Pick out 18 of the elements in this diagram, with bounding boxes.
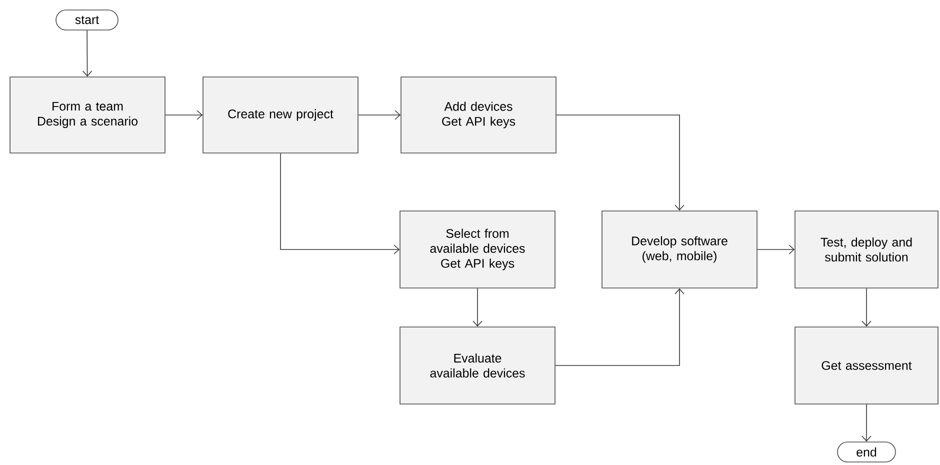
process-box: Form a team Design a scenario	[10, 76, 166, 154]
arrow	[280, 153, 400, 254]
process-box: Test, deploy and submit solution	[794, 210, 938, 288]
arrow	[862, 404, 872, 442]
process-box: Create new project	[202, 76, 358, 154]
arrow	[556, 114, 684, 211]
arrow	[757, 244, 795, 254]
arrow	[862, 288, 872, 327]
process-box: Develop software (web, mobile)	[602, 210, 758, 288]
arrow	[555, 288, 684, 366]
arrow	[358, 110, 401, 120]
process-box: Add devices Get API keys	[400, 76, 556, 154]
process-box: Evaluate available devices	[400, 326, 556, 404]
arrow	[82, 30, 92, 77]
process-box: Select from available devices Get API keys	[400, 210, 556, 288]
arrow	[165, 110, 203, 120]
arrow	[472, 288, 482, 327]
process-box: Get assessment	[794, 326, 938, 404]
